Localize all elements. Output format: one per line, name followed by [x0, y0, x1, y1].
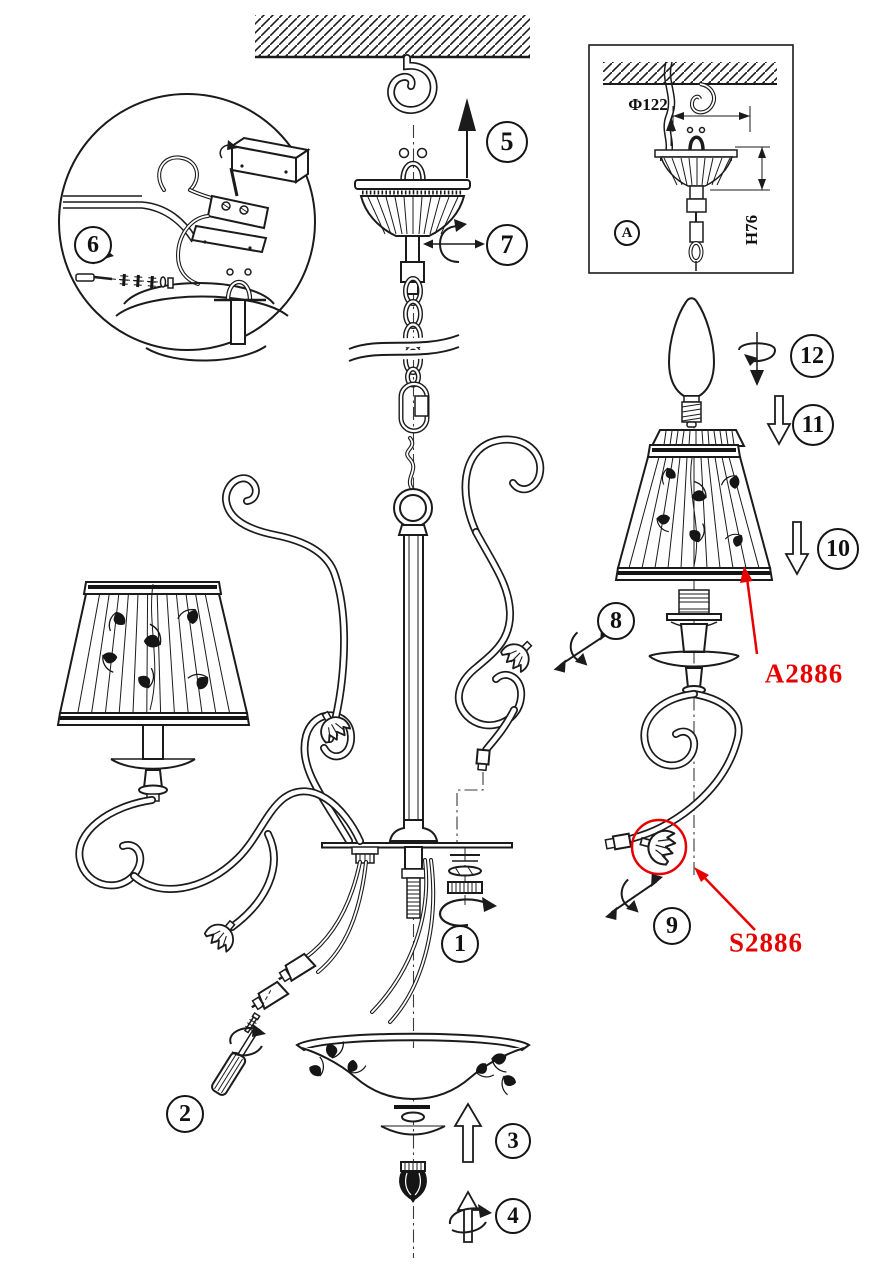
- a2886-callout-arrow: [740, 566, 759, 655]
- step1-badge: 1: [441, 925, 479, 963]
- detail-a-badge: A: [614, 220, 640, 246]
- center-rod: [388, 436, 439, 842]
- left-shade: [56, 581, 251, 726]
- step2-rotate-icon: [229, 1024, 266, 1057]
- bowl-finial: [380, 1105, 446, 1203]
- wire-connector: [246, 979, 290, 1016]
- part-label-a2886: A2886: [764, 658, 844, 689]
- right-arm: [604, 690, 743, 876]
- step4-rotate-icon: [448, 1190, 492, 1243]
- dim-diameter: [666, 106, 751, 146]
- hub-plate: [321, 842, 513, 919]
- step11-badge: 11: [792, 404, 834, 446]
- step1-rotate-icon: [438, 897, 497, 927]
- step3-badge: 3: [495, 1123, 531, 1159]
- hanging-chain: [347, 276, 461, 375]
- screwdriver: [211, 1029, 259, 1096]
- dim-height: [710, 146, 770, 191]
- red-highlight-circle: [630, 818, 688, 876]
- lamp-socket: [666, 589, 722, 653]
- terminal-screw: [243, 987, 273, 1034]
- left-inner-arm: [222, 474, 355, 845]
- step6-badge: 6: [74, 226, 112, 264]
- candle-bulb: [667, 297, 716, 428]
- step9-badge: 9: [653, 907, 691, 945]
- s2886-callout-arrow: [694, 867, 756, 931]
- step3-arrow-up-icon: [453, 1102, 483, 1163]
- part-label-s2886: S2886: [728, 927, 804, 958]
- mounting-hardware: [447, 854, 483, 894]
- right-inner-arm: [454, 435, 545, 772]
- ceiling-hook-icon: [387, 54, 438, 115]
- step12-badge: 12: [790, 334, 834, 378]
- step10-badge: 10: [817, 528, 859, 570]
- step7-rotate-icon: [423, 219, 485, 263]
- step8-badge: 8: [597, 602, 635, 640]
- step5-arrow-up-icon: [458, 98, 476, 178]
- step7-badge: 7: [486, 224, 528, 266]
- step2-badge: 2: [166, 1095, 204, 1133]
- step5-badge: 5: [486, 121, 528, 163]
- step12-rotate-icon: [738, 332, 777, 386]
- hub-wires: [246, 858, 436, 1024]
- quick-link: [398, 366, 430, 434]
- bottom-bowl: [295, 1032, 531, 1101]
- dim-diameter-label: Φ122: [628, 95, 668, 114]
- step4-badge: 4: [495, 1198, 531, 1234]
- left-arm-assembly: [75, 724, 364, 956]
- step10-arrow-down-icon: [784, 521, 810, 576]
- right-shade: [614, 444, 774, 581]
- canopy: [354, 147, 471, 295]
- wiring-detail-circle: [58, 93, 316, 362]
- ceiling: [255, 15, 530, 59]
- step11-arrow-down-icon: [766, 395, 792, 446]
- dim-height-label: H76: [742, 214, 761, 246]
- shade-ring: [650, 429, 746, 447]
